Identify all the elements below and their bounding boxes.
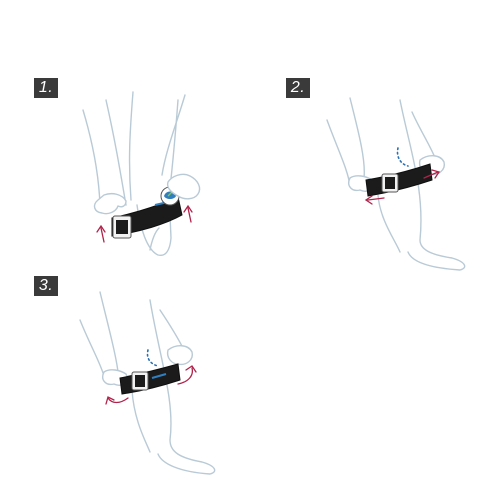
step-2-strap <box>365 163 433 197</box>
step-1-right-hand <box>166 99 201 200</box>
direction-arrow-icon <box>187 207 192 223</box>
step-3-badge: 3. <box>34 276 58 296</box>
direction-arrow-icon <box>100 227 105 243</box>
pad-outline-dots-icon <box>146 349 159 367</box>
direction-arrow-icon <box>367 197 385 201</box>
direction-arrow-icon <box>423 171 439 179</box>
direction-arrow-icon <box>107 397 129 404</box>
step-1-left-hand <box>82 99 127 215</box>
step-1-badge: 1. <box>34 78 58 98</box>
pad-outline-dots-icon <box>396 147 409 167</box>
step-1-strap <box>111 186 183 239</box>
direction-arrow-icon <box>177 367 194 385</box>
step-2-badge: 2. <box>286 78 310 98</box>
step-3-strap <box>119 363 181 395</box>
step-3-arrows <box>105 365 197 405</box>
step-2-arrows <box>364 169 441 205</box>
step-1-arrows <box>96 204 193 243</box>
